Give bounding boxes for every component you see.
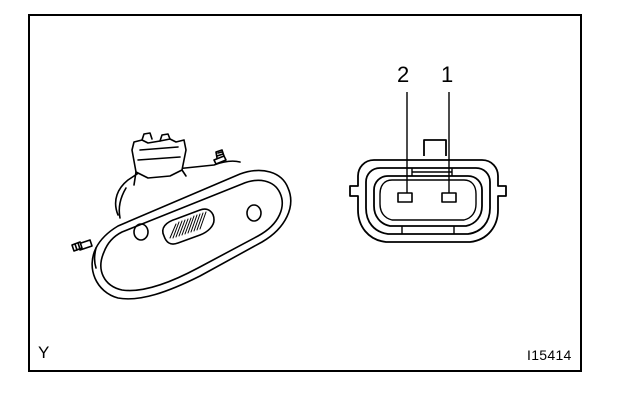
mounting-stud-lower bbox=[71, 239, 93, 252]
connector-cavity bbox=[373, 175, 483, 227]
terminal-1 bbox=[441, 192, 457, 203]
lamp-assembly bbox=[71, 132, 292, 300]
lamp-lens-inner bbox=[100, 179, 283, 292]
lens-hole-left bbox=[133, 223, 149, 241]
lamp-lens-rim bbox=[91, 169, 292, 300]
lamp-bulb-window bbox=[161, 208, 215, 245]
figure-frame bbox=[28, 14, 582, 372]
terminal-2 bbox=[397, 192, 413, 203]
lamp-connector bbox=[131, 132, 187, 186]
view-letter-label: Y bbox=[38, 343, 50, 362]
lens-hole-right bbox=[246, 204, 262, 222]
figure-code-label: I15414 bbox=[527, 347, 572, 363]
connector-latch bbox=[423, 139, 447, 156]
connector-inner-shell bbox=[365, 167, 491, 235]
connector-outer-shell bbox=[349, 159, 507, 243]
pin-label-2: 2 bbox=[397, 62, 410, 87]
connector-face-view bbox=[349, 92, 507, 243]
mounting-stud-upper bbox=[213, 149, 227, 165]
pin-label-1: 1 bbox=[441, 62, 454, 87]
